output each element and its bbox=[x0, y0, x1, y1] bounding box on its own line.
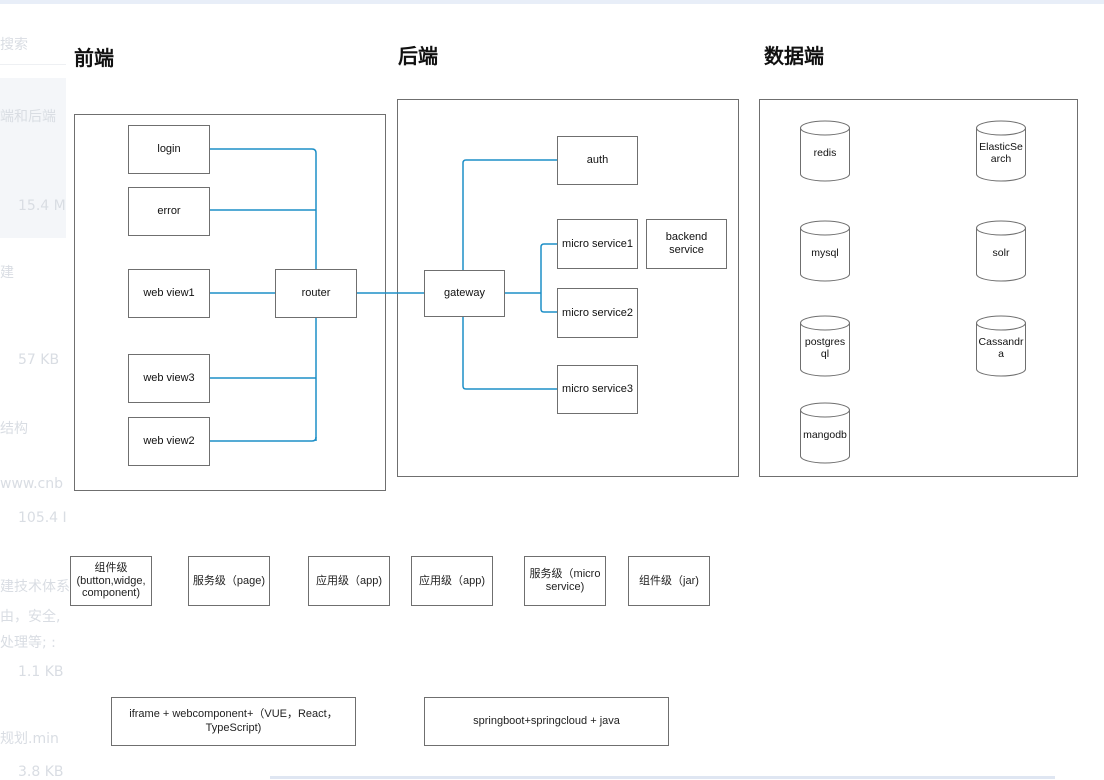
background-text: 3.8 KB bbox=[18, 764, 64, 780]
node-error: error bbox=[128, 187, 210, 236]
db-label: Cassandr a bbox=[978, 336, 1024, 360]
background-text: www.cnb bbox=[0, 476, 63, 492]
background-text: 建技术体系 bbox=[0, 579, 70, 595]
node-web-view3: web view3 bbox=[128, 354, 210, 403]
background-side-panel bbox=[0, 78, 66, 238]
background-text: 规划.min bbox=[0, 731, 59, 747]
db-label: redis bbox=[813, 147, 837, 160]
data-heading: 数据端 bbox=[764, 44, 824, 68]
node-gateway: gateway bbox=[424, 270, 505, 317]
db-label: solr bbox=[992, 247, 1010, 260]
stack-backend: springboot+springcloud + java bbox=[424, 697, 669, 746]
wire-webview2-router bbox=[210, 436, 317, 442]
top-bar bbox=[0, 0, 1104, 4]
background-text: 15.4 M bbox=[18, 198, 66, 214]
wire-branch-service2 bbox=[540, 293, 557, 313]
node-micro-service2: micro service2 bbox=[557, 288, 638, 338]
background-text: 建 bbox=[0, 265, 14, 281]
node-router: router bbox=[275, 269, 357, 318]
background-text: 端和后端 bbox=[0, 109, 56, 125]
db-mysql: mysql bbox=[800, 220, 850, 282]
db-redis: redis bbox=[800, 120, 850, 182]
db-cassandra: Cassandr a bbox=[976, 315, 1026, 377]
tier-app-backend: 应用级（app) bbox=[411, 556, 493, 606]
db-label: mysql bbox=[811, 247, 839, 260]
db-postgresql: postgres ql bbox=[800, 315, 850, 377]
background-divider bbox=[0, 64, 66, 65]
wire-branch-service1 bbox=[540, 243, 557, 293]
node-auth: auth bbox=[557, 136, 638, 185]
background-scrollbar bbox=[270, 776, 1055, 779]
db-mangodb: mangodb bbox=[800, 402, 850, 464]
tier-component-frontend: 组件级 (button,widge, component) bbox=[70, 556, 152, 606]
node-web-view1: web view1 bbox=[128, 269, 210, 318]
db-solr: solr bbox=[976, 220, 1026, 282]
stack-frontend: iframe + webcomponent+（VUE，React， TypeSc… bbox=[111, 697, 356, 746]
db-label: mangodb bbox=[803, 429, 847, 442]
background-text: 处理等; : bbox=[0, 635, 56, 651]
node-web-view2: web view2 bbox=[128, 417, 210, 466]
db-elasticsearch: ElasticSe arch bbox=[976, 120, 1026, 182]
frontend-heading: 前端 bbox=[74, 46, 114, 70]
background-text: 结构 bbox=[0, 421, 28, 437]
node-micro-service3: micro service3 bbox=[557, 365, 638, 414]
background-text: 57 KB bbox=[18, 352, 60, 368]
wire-gateway-service3 bbox=[462, 316, 557, 390]
background-text: 搜索 bbox=[0, 37, 28, 53]
wire-gateway-auth bbox=[462, 159, 557, 270]
background-text: 105.4 I bbox=[18, 510, 67, 526]
db-label: ElasticSe arch bbox=[979, 141, 1023, 165]
tier-component-jar: 组件级（jar) bbox=[628, 556, 710, 606]
node-backend-service: backend service bbox=[646, 219, 727, 269]
tier-service-micro: 服务级（micro service) bbox=[524, 556, 606, 606]
backend-heading: 后端 bbox=[398, 44, 438, 68]
tier-service-page: 服务级（page) bbox=[188, 556, 270, 606]
node-login: login bbox=[128, 125, 210, 174]
background-text: 由，安全, bbox=[0, 609, 61, 625]
db-label: postgres ql bbox=[804, 336, 846, 360]
node-micro-service1: micro service1 bbox=[557, 219, 638, 269]
tier-app-frontend: 应用级（app) bbox=[308, 556, 390, 606]
background-text: 1.1 KB bbox=[18, 664, 64, 680]
wire-login-router bbox=[210, 148, 317, 441]
